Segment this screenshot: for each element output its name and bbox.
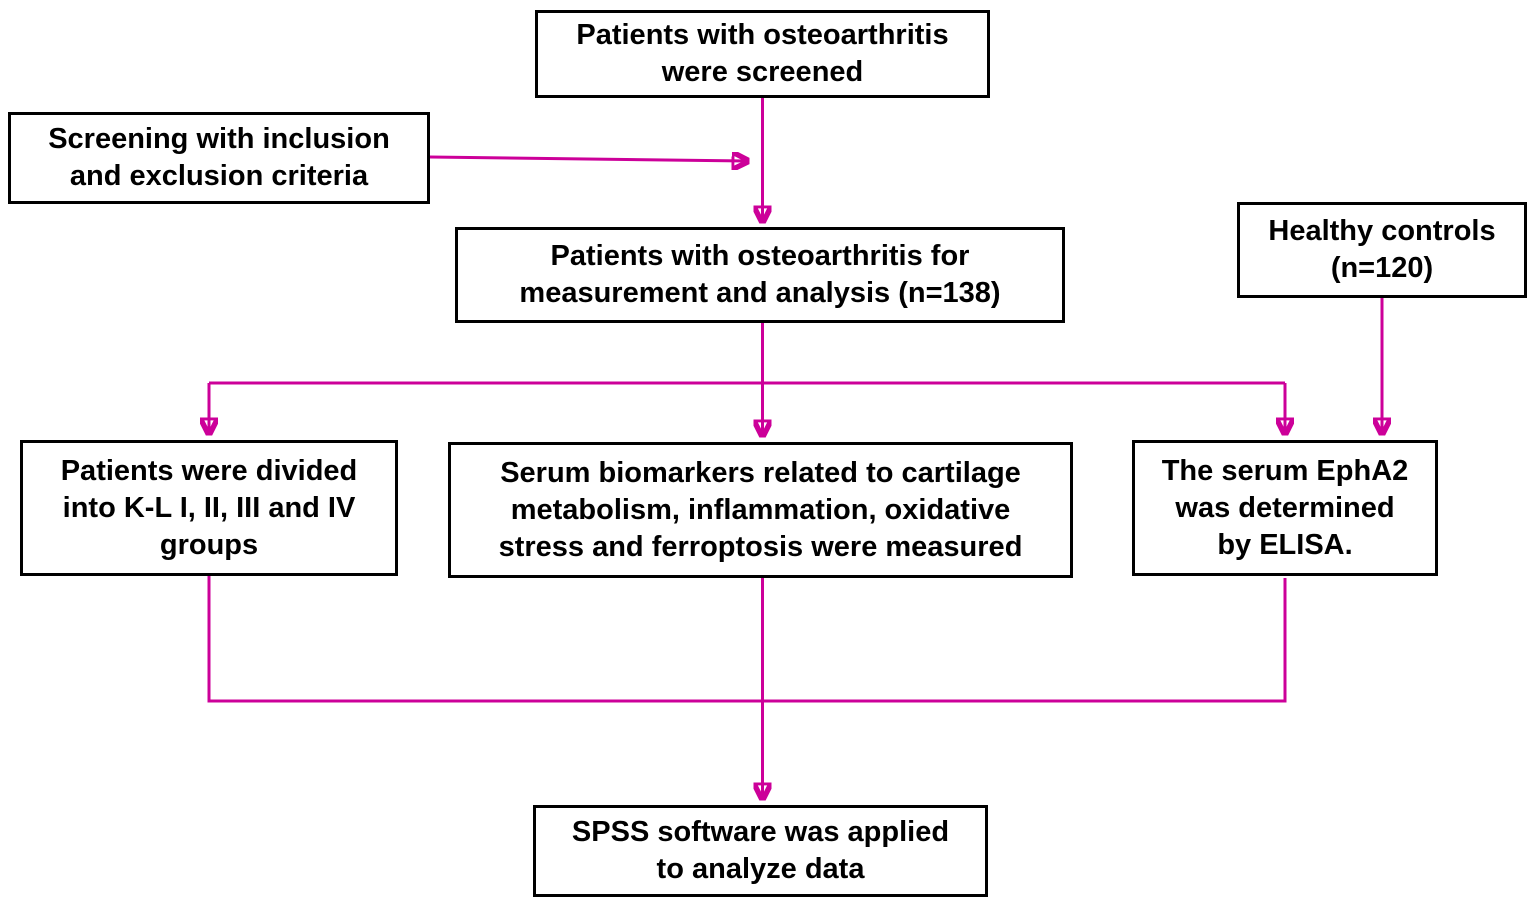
edge-criteria-to-mainflow (429, 157, 747, 161)
box-kl-groups: Patients were divided into K-L I, II, II… (20, 440, 398, 576)
box-line: Screening with inclusion (48, 123, 390, 155)
box-line: by ELISA. (1217, 528, 1353, 561)
box-line: Patients with osteoarthritis (576, 19, 949, 51)
box-serum-biomarkers: Serum biomarkers related to cartilage me… (448, 442, 1073, 578)
box-line: and exclusion criteria (69, 160, 369, 192)
box-line: groups (159, 528, 259, 561)
box-spss-analysis: SPSS software was applied to analyze dat… (533, 805, 988, 897)
box-epha2-elisa: The serum EphA2 was determined by ELISA. (1132, 440, 1438, 576)
box-line: Patients were divided (60, 454, 358, 487)
box-patients-screened: Patients with osteoarthritis were screen… (535, 10, 990, 98)
box-line: The serum EphA2 (1161, 454, 1409, 487)
box-line: into K-L I, II, III and IV (62, 491, 356, 524)
box-line: (n=120) (1330, 252, 1434, 284)
box-line: measurement and analysis (n=138) (519, 277, 1001, 309)
box-line: SPSS software was applied (571, 816, 950, 848)
box-oa-measurement: Patients with osteoarthritis for measure… (455, 227, 1065, 323)
box-line: stress and ferroptosis were measured (498, 530, 1023, 563)
box-line: metabolism, inflammation, oxidative (510, 493, 1011, 526)
box-line: Serum biomarkers related to cartilage (500, 456, 1021, 489)
box-line: were screened (661, 56, 864, 88)
box-healthy-controls: Healthy controls (n=120) (1237, 202, 1527, 298)
box-line: Healthy controls (1268, 215, 1496, 247)
box-line: Patients with osteoarthritis for (550, 240, 970, 272)
box-line: to analyze data (656, 853, 865, 885)
box-line: was determined (1175, 491, 1395, 524)
box-screening-criteria: Screening with inclusion and exclusion c… (8, 112, 430, 204)
edge-merge-bar (207, 576, 1287, 703)
